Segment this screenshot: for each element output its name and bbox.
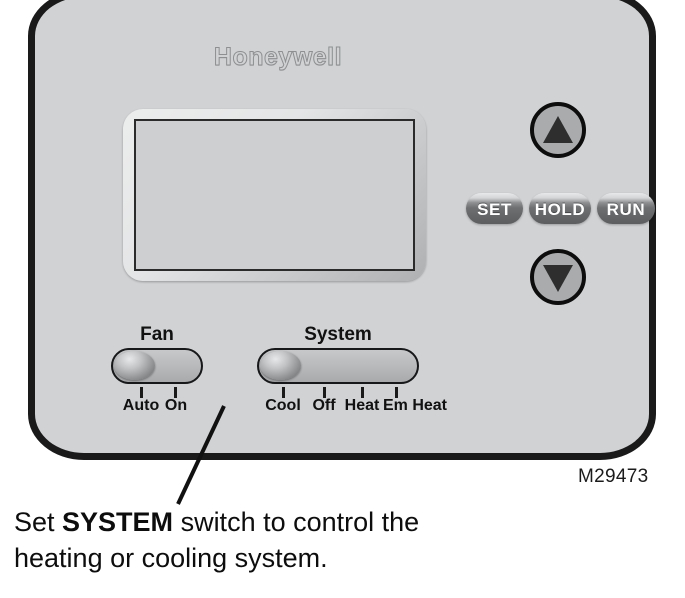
system-label-cool[interactable]: Cool bbox=[265, 397, 301, 414]
system-label-em-heat[interactable]: Em Heat bbox=[382, 397, 448, 414]
system-tick-off bbox=[323, 387, 326, 398]
system-tick-em-heat bbox=[395, 387, 398, 398]
fan-label-auto[interactable]: Auto bbox=[122, 397, 160, 414]
system-label-off[interactable]: Off bbox=[312, 397, 336, 414]
caption-suffix: switch to control the bbox=[173, 507, 420, 537]
fan-switch-title: Fan bbox=[140, 324, 174, 345]
system-switch-title: System bbox=[304, 324, 372, 345]
fan-label-on[interactable]: On bbox=[164, 397, 188, 414]
fan-switch-labels: Auto On bbox=[111, 398, 203, 418]
caption-keyword: SYSTEM bbox=[62, 507, 174, 537]
temperature-up-button[interactable] bbox=[530, 102, 586, 158]
fan-switch-ticks bbox=[111, 384, 203, 398]
system-switch-ticks bbox=[257, 384, 419, 398]
system-switch-track[interactable] bbox=[257, 348, 419, 384]
fan-tick-auto bbox=[140, 387, 143, 398]
figure-caption: Set SYSTEM switch to control the heating… bbox=[14, 505, 654, 576]
fan-switch-knob[interactable] bbox=[114, 351, 155, 380]
up-arrow-icon bbox=[543, 115, 573, 143]
caption-line-2: heating or cooling system. bbox=[14, 542, 328, 573]
fan-tick-on bbox=[174, 387, 177, 398]
hold-button[interactable]: HOLD bbox=[529, 193, 591, 224]
set-button[interactable]: SET bbox=[466, 193, 523, 224]
system-tick-heat bbox=[361, 387, 364, 398]
run-button[interactable]: RUN bbox=[597, 193, 655, 224]
system-switch-labels: Cool Off Heat Em Heat bbox=[257, 397, 447, 418]
caption-prefix: Set bbox=[14, 507, 63, 537]
lcd-bezel bbox=[123, 109, 426, 281]
system-switch-knob[interactable] bbox=[260, 351, 301, 380]
fan-switch-group: Fan Auto On bbox=[111, 325, 203, 418]
lcd-screen bbox=[134, 119, 415, 271]
system-label-heat[interactable]: Heat bbox=[344, 397, 380, 414]
honeywell-brand-logo: Honeywell bbox=[213, 43, 343, 72]
fan-switch-track[interactable] bbox=[111, 348, 203, 384]
system-tick-cool bbox=[282, 387, 285, 398]
thermostat-housing: Honeywell SET HOLD RUN Fan Auto On Syste… bbox=[28, 0, 656, 460]
down-arrow-icon bbox=[543, 264, 573, 292]
figure-number: M29473 bbox=[578, 466, 649, 487]
temperature-down-button[interactable] bbox=[530, 249, 586, 305]
system-switch-group: System Cool Off Heat Em Heat bbox=[257, 324, 447, 418]
